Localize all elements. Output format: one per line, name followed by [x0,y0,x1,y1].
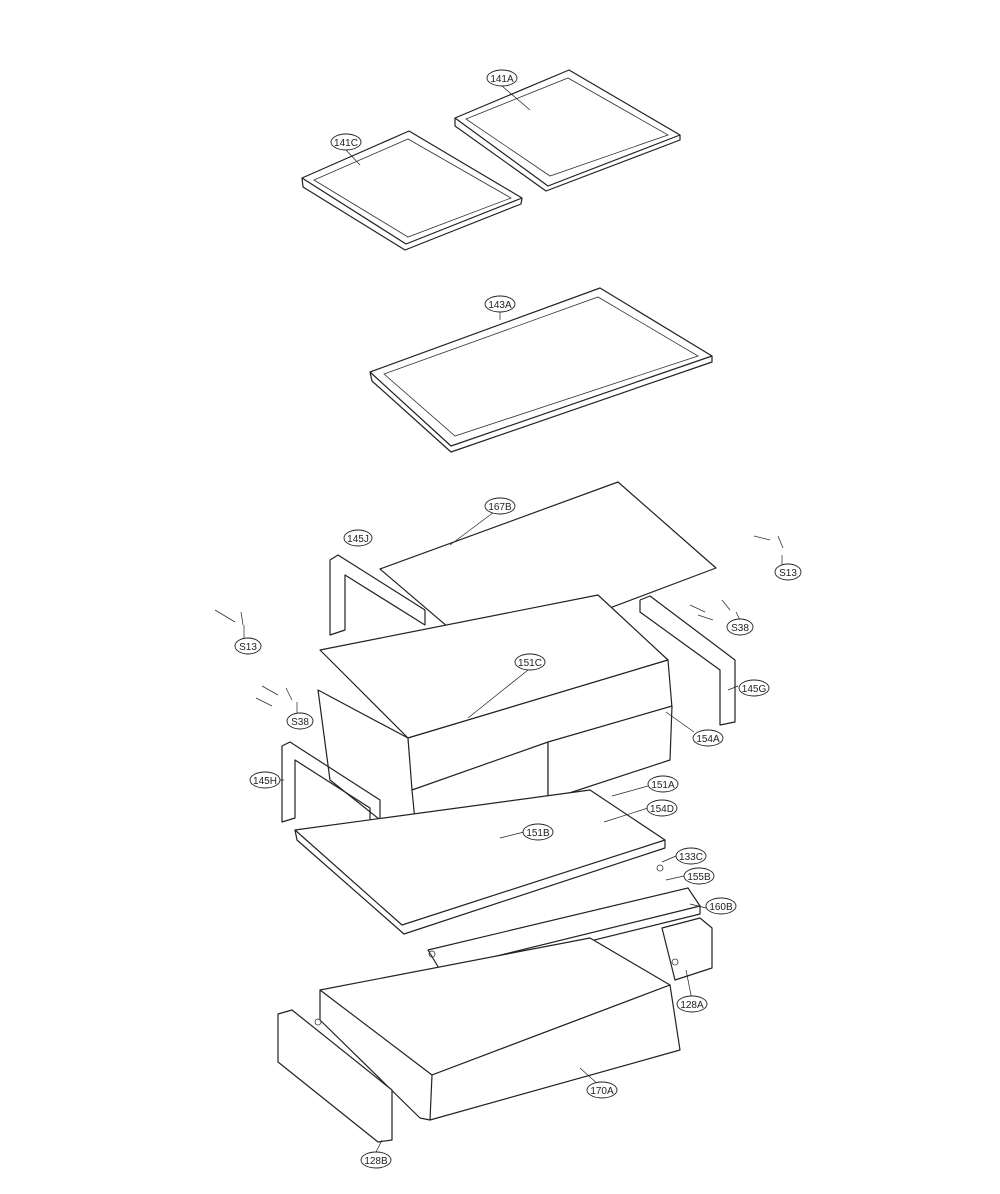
label-s38-left: S38 [291,717,309,728]
label-143a: 143A [488,300,512,311]
label-151c: 151C [518,658,542,669]
callout-128a: 128A [676,995,708,1013]
callout-170a: 170A [586,1081,618,1099]
label-151b: 151B [526,828,550,839]
label-141c: 141C [334,138,358,149]
upper-drawer-assembly [317,594,673,853]
label-170a: 170A [590,1086,614,1097]
callout-154d: 154D [646,799,678,817]
label-145j: 145J [347,534,369,545]
screws [214,535,784,1026]
side-bracket-145j [329,554,426,636]
label-133c: 133C [679,852,703,863]
side-panel-128b [277,1009,393,1143]
callout-s38-right: S38 [726,618,754,636]
shelf-143a [369,287,713,453]
callout-128b: 128B [360,1151,392,1169]
side-bracket-145g [639,595,736,726]
callout-s13-left: S13 [234,637,262,655]
callout-133c: 133C [675,847,707,865]
label-151a: 151A [651,780,675,791]
label-s13-right: S13 [779,568,797,579]
callout-s38-left: S38 [286,712,314,730]
callout-145j: 145J [343,529,373,547]
label-167b: 167B [488,502,512,513]
label-141a: 141A [490,74,514,85]
label-154d: 154D [650,804,674,815]
callout-151b: 151B [522,823,554,841]
callout-145g: 145G [738,679,770,697]
shelf-141a [454,69,681,192]
callout-141c: 141C [330,133,362,151]
label-154a: 154A [696,734,720,745]
label-128a: 128A [680,1000,704,1011]
callout-160b: 160B [705,897,737,915]
shelf-141c [301,130,523,251]
bottom-drawer-170a [319,937,681,1121]
callout-167b: 167B [484,497,516,515]
label-155b: 155B [687,872,711,883]
callout-154a: 154A [692,729,724,747]
label-128b: 128B [364,1156,388,1167]
label-s13-left: S13 [239,642,257,653]
callout-151c: 151C [514,653,546,671]
callout-143a: 143A [484,295,516,313]
callout-141a: 141A [486,69,518,87]
side-panel-128a [661,917,713,981]
label-145h: 145H [253,776,277,787]
frame-154d [294,789,666,935]
callout-145h: 145H [249,771,281,789]
label-145g: 145G [742,684,767,695]
leader-lines [243,85,783,1153]
callout-s13-right: S13 [774,563,802,581]
callout-151a: 151A [647,775,679,793]
label-s38-right: S38 [731,623,749,634]
callout-155b: 155B [683,867,715,885]
label-160b: 160B [709,902,733,913]
